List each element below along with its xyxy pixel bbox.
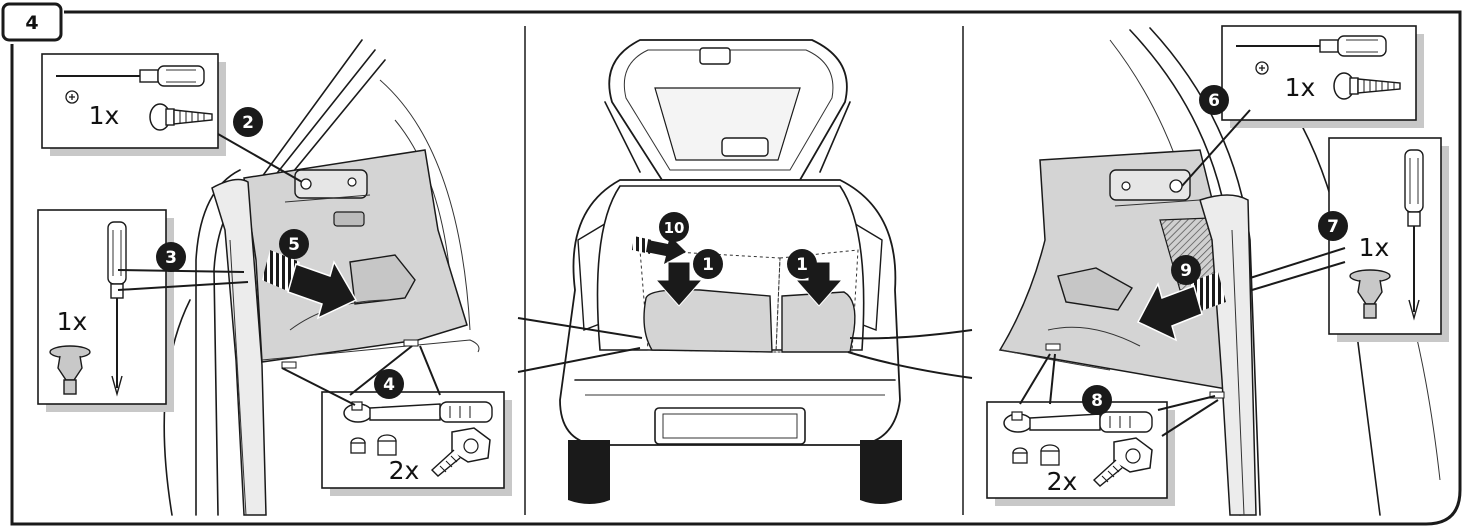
bolt-quantity-left: 2x <box>389 456 420 485</box>
pull-arrow-right <box>1136 272 1226 342</box>
callout-ratchet-left: 2x <box>321 391 512 496</box>
callout-ratchet-right: 2x <box>986 401 1175 506</box>
callout-screw-left: 1x <box>41 53 226 156</box>
right-trunk-illustration <box>998 27 1441 516</box>
clip-quantity-left: 1x <box>57 307 88 336</box>
phillips-head-icon <box>1255 61 1269 75</box>
step-badge-9: 9 <box>1171 255 1201 285</box>
bolt-quantity-right: 2x <box>1047 467 1078 496</box>
svg-text:7: 7 <box>1327 217 1339 237</box>
svg-text:2: 2 <box>242 113 254 133</box>
screw-quantity-left: 1x <box>89 101 120 130</box>
flat-screwdriver-icon <box>107 221 127 397</box>
right-side-trim-panel <box>998 149 1233 391</box>
callout-screw-right: 1x <box>1221 25 1424 128</box>
figure-number: 4 <box>25 12 38 34</box>
step-badge-1-right: 1 <box>787 249 817 279</box>
bolt-icon <box>1092 437 1153 487</box>
slide-arrow-center <box>632 236 686 264</box>
step-badge-10: 10 <box>659 212 689 242</box>
step-badge-7: 7 <box>1318 211 1348 241</box>
screw-icon <box>1333 72 1401 100</box>
step-badge-2: 2 <box>233 107 263 137</box>
step-badge-3: 3 <box>156 242 186 272</box>
svg-text:6: 6 <box>1208 91 1220 111</box>
step-badge-1-left: 1 <box>693 249 723 279</box>
left-side-trim-panel <box>243 149 468 363</box>
svg-text:9: 9 <box>1180 261 1192 281</box>
clip-quantity-right: 1x <box>1359 233 1390 262</box>
phillips-head-icon <box>65 90 79 104</box>
step-badge-6: 6 <box>1199 85 1229 115</box>
figure-frame <box>10 10 1462 526</box>
screw-icon <box>149 103 213 131</box>
svg-text:10: 10 <box>664 219 685 237</box>
left-trunk-illustration <box>163 39 480 516</box>
bolt-icon <box>430 427 491 477</box>
wheel-right <box>860 440 902 504</box>
svg-text:3: 3 <box>165 248 177 268</box>
ratchet-wrench-icon <box>343 401 493 423</box>
callout-clip-left: 1x <box>37 209 174 412</box>
push-clip-icon <box>49 345 91 395</box>
push-clip-icon <box>1349 269 1391 319</box>
down-arrow-left-seat <box>654 261 704 307</box>
socket-icon <box>350 434 397 456</box>
svg-text:1: 1 <box>796 255 808 275</box>
car-rear-illustration <box>559 39 902 504</box>
svg-text:1: 1 <box>702 255 714 275</box>
svg-text:8: 8 <box>1091 391 1103 411</box>
pull-arrow-left <box>262 250 358 320</box>
license-plate <box>654 407 806 445</box>
ratchet-wrench-icon <box>1003 411 1153 433</box>
down-arrow-right-seat <box>794 261 844 307</box>
rear-seat-right <box>781 291 856 353</box>
screw-quantity-right: 1x <box>1285 73 1316 102</box>
svg-text:5: 5 <box>288 235 300 255</box>
step-badge-8: 8 <box>1082 385 1112 415</box>
wheel-left <box>568 440 610 504</box>
socket-icon <box>1012 444 1060 466</box>
step-badge-5: 5 <box>279 229 309 259</box>
callout-clip-right: 1x <box>1328 137 1449 342</box>
phillips-screwdriver-icon <box>1236 35 1387 57</box>
rear-seat-left <box>643 288 773 353</box>
svg-text:4: 4 <box>383 375 395 395</box>
phillips-screwdriver-icon <box>56 65 205 87</box>
flat-screwdriver-icon <box>1404 149 1424 321</box>
step-badge-4: 4 <box>374 369 404 399</box>
figure-number-tab: 4 <box>1 2 63 42</box>
